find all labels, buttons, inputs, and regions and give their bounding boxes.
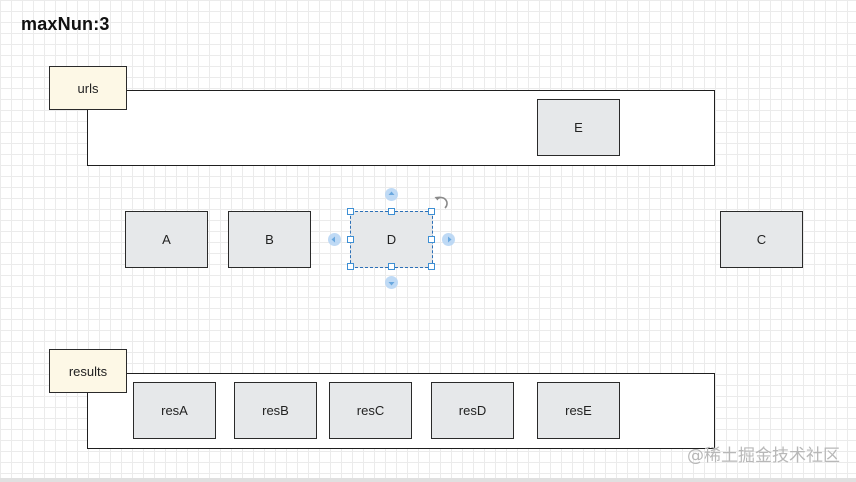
results-label[interactable]: results — [49, 349, 127, 393]
node-b[interactable]: B — [228, 211, 311, 268]
node-res-a[interactable]: resA — [133, 382, 216, 439]
resize-handle-right[interactable] — [428, 236, 435, 243]
resize-handle-bottom-right[interactable] — [428, 263, 435, 270]
connect-arrow-up-icon[interactable] — [385, 188, 398, 201]
urls-container[interactable] — [87, 90, 715, 166]
node-e[interactable]: E — [537, 99, 620, 156]
resize-handle-top-right[interactable] — [428, 208, 435, 215]
connect-arrow-left-icon[interactable] — [328, 233, 341, 246]
node-res-e[interactable]: resE — [537, 382, 620, 439]
watermark-text: @稀土掘金技术社区 — [687, 446, 840, 466]
canvas-bottom-edge — [0, 478, 856, 482]
node-res-b[interactable]: resB — [234, 382, 317, 439]
urls-label[interactable]: urls — [49, 66, 127, 110]
connect-arrow-right-icon[interactable] — [442, 233, 455, 246]
resize-handle-bottom-left[interactable] — [347, 263, 354, 270]
node-a[interactable]: A — [125, 211, 208, 268]
node-res-c[interactable]: resC — [329, 382, 412, 439]
node-res-d[interactable]: resD — [431, 382, 514, 439]
rotate-icon[interactable] — [433, 193, 451, 216]
node-c[interactable]: C — [720, 211, 803, 268]
connect-arrow-down-icon[interactable] — [385, 276, 398, 289]
node-d[interactable]: D — [350, 211, 433, 268]
resize-handle-bottom[interactable] — [388, 263, 395, 270]
resize-handle-left[interactable] — [347, 236, 354, 243]
diagram-title: maxNun:3 — [21, 14, 110, 34]
resize-handle-top-left[interactable] — [347, 208, 354, 215]
resize-handle-top[interactable] — [388, 208, 395, 215]
